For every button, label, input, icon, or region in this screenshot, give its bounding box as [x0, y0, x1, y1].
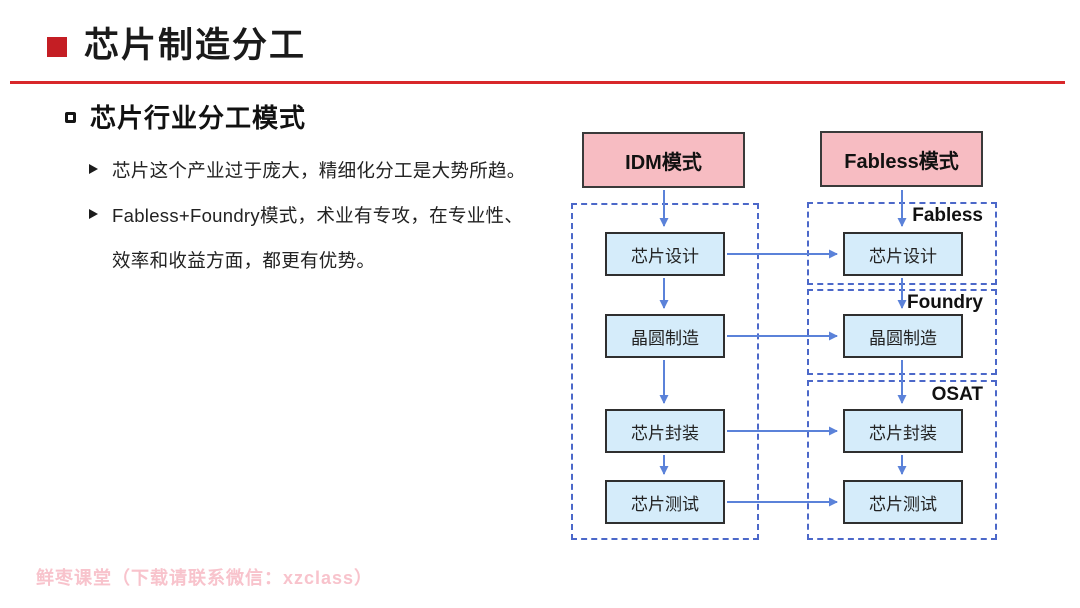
osat-group-label: OSAT	[931, 384, 983, 405]
idm-dashed-container	[571, 203, 759, 540]
osat-step-test: 芯片测试	[843, 480, 963, 524]
idm-header-box: IDM模式	[582, 132, 745, 188]
title-divider	[10, 81, 1065, 84]
bullet-arrow-icon	[89, 164, 98, 174]
watermark: 鲜枣课堂（下载请联系微信：xzclass）	[36, 568, 374, 588]
title-square-icon	[47, 37, 67, 57]
section-square-icon	[65, 112, 76, 123]
idm-step-package: 芯片封装	[605, 409, 725, 453]
fabless-header-box: Fabless模式	[820, 131, 983, 187]
foundry-step-wafer: 晶圆制造	[843, 314, 963, 358]
bullet-arrow-icon	[89, 209, 98, 219]
page-title: 芯片制造分工	[84, 26, 307, 65]
bullet-line: 芯片这个产业过于庞大，精细化分工是大势所趋。	[112, 160, 526, 181]
osat-step-package: 芯片封装	[843, 409, 963, 453]
idm-step-test: 芯片测试	[605, 480, 725, 524]
foundry-group-label: Foundry	[907, 292, 983, 313]
bullet-line: 效率和收益方面，都更有优势。	[112, 250, 376, 271]
idm-step-design: 芯片设计	[605, 232, 725, 276]
section-heading: 芯片行业分工模式	[90, 103, 307, 133]
bullet-line: Fabless+Foundry模式，术业有专攻，在专业性、	[112, 205, 524, 226]
idm-step-wafer: 晶圆制造	[605, 314, 725, 358]
fabless-step-design: 芯片设计	[843, 232, 963, 276]
fabless-group-label: Fabless	[912, 205, 983, 226]
